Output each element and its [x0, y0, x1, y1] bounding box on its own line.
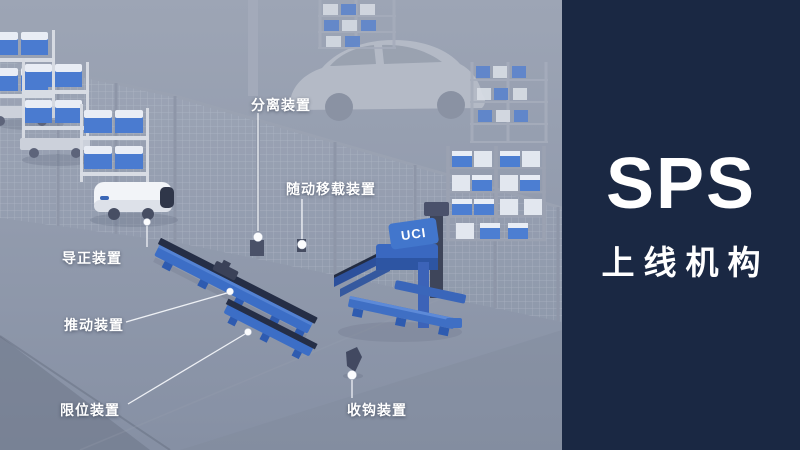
label-text: 收钩装置	[347, 402, 407, 418]
storage-rack-front-right	[446, 146, 546, 242]
sps-cart-middle	[20, 58, 90, 158]
machine-logo: UCI	[400, 225, 427, 243]
guide-rail	[153, 238, 318, 340]
building-column	[248, 0, 258, 96]
panel-subtitle: 上线机构	[601, 244, 770, 281]
label-text: 导正装置	[62, 250, 122, 266]
car-body-silhouette	[289, 40, 485, 121]
agv-vehicle	[94, 182, 174, 220]
label-text: 分离装置	[251, 97, 311, 113]
label-text: 限位装置	[60, 402, 120, 418]
limit-rail	[224, 298, 318, 360]
callout-dots	[143, 218, 357, 380]
separation-device-part	[250, 240, 264, 256]
callout-lines	[125, 113, 353, 405]
storage-rack-upper-right	[470, 62, 548, 143]
scene-illustration: UCI	[0, 0, 562, 450]
label-pushing-device: 推动装置	[64, 315, 124, 335]
label-text: 推动装置	[64, 317, 124, 333]
label-hook-retract-device: 收钩装置	[347, 400, 407, 420]
title-panel: SPS 上线机构	[562, 0, 800, 450]
panel-title: SPS	[605, 144, 757, 224]
label-follow-transfer-device: 随动移载装置	[286, 179, 376, 199]
pusher-block	[212, 259, 239, 281]
sps-cart-on-agv	[80, 104, 174, 220]
label-separation-device: 分离装置	[251, 95, 311, 115]
label-text: 随动移载装置	[286, 181, 376, 197]
lift-machine: UCI	[334, 217, 467, 342]
factory-scene: UCI	[0, 0, 562, 450]
label-guiding-device: 导正装置	[62, 248, 122, 268]
label-limit-device: 限位装置	[60, 400, 120, 420]
storage-rack-top	[318, 0, 396, 49]
title-block: SPS 上线机构	[602, 148, 761, 284]
